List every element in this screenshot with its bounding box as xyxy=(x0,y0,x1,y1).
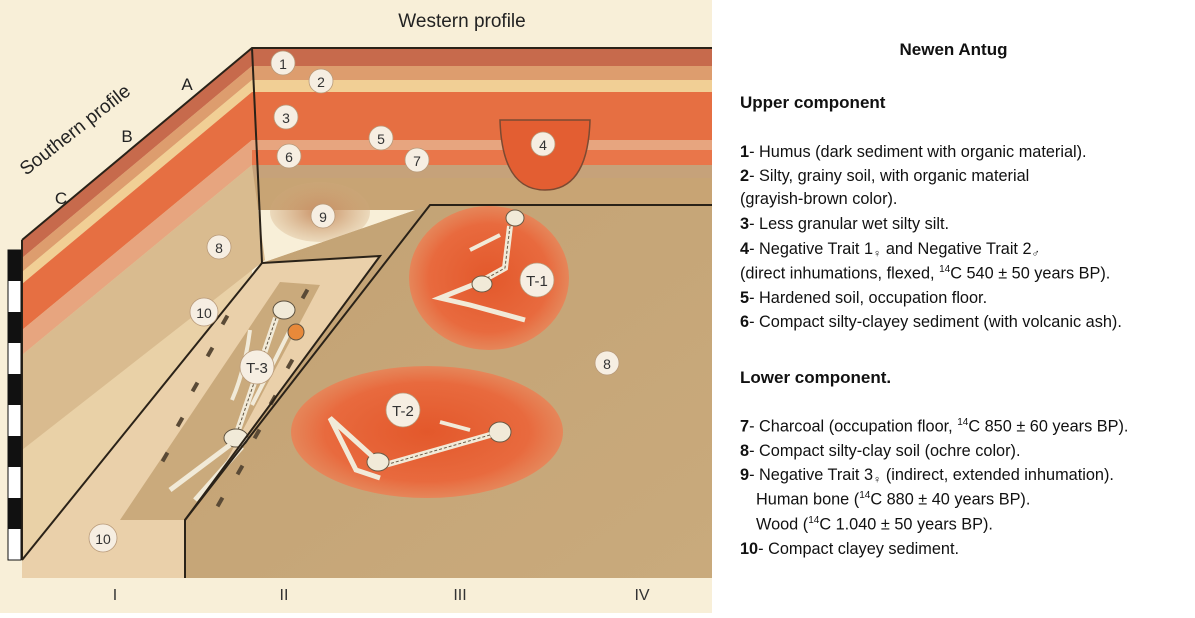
layer-badge-3: 3 xyxy=(273,104,299,130)
svg-text:8: 8 xyxy=(215,240,223,256)
svg-text:9: 9 xyxy=(319,209,327,225)
stratigraphy-diagram: Western profile Southern profile A B C I… xyxy=(0,0,712,613)
layer-5-floor-band xyxy=(252,140,712,150)
scale-bar xyxy=(7,249,22,561)
legend-item-9-wood: Wood (14C 1.040 ± 50 years BP). xyxy=(756,515,993,534)
column-label-iii: III xyxy=(453,587,466,604)
layer-2-band-b xyxy=(252,80,712,92)
layer-badge-4: 4 xyxy=(530,131,556,157)
svg-text:T-1: T-1 xyxy=(526,273,548,290)
grave-label-t2: T-2 xyxy=(385,392,421,428)
layer-6-band xyxy=(252,150,712,165)
legend-item-2-cont: (grayish-brown color). xyxy=(740,190,898,208)
svg-text:8: 8 xyxy=(603,356,611,372)
layer-badge-9: 9 xyxy=(310,203,336,229)
svg-text:6: 6 xyxy=(285,149,293,165)
legend-item-10: 10- Compact clayey sediment. xyxy=(740,540,960,558)
grave-label-t3: T-3 xyxy=(239,349,275,385)
layer-1-humus-band xyxy=(252,48,712,66)
legend-item-3: 3- Less granular wet silty silt. xyxy=(740,215,950,233)
svg-text:7: 7 xyxy=(413,153,421,169)
upper-component-heading: Upper component xyxy=(740,93,886,112)
row-label-a: A xyxy=(181,75,193,94)
layer-badge-10: 10 xyxy=(189,297,219,327)
layer-2-band-a xyxy=(252,66,712,80)
legend-item-9-bone: Human bone (14C 880 ± 40 years BP). xyxy=(756,490,1031,509)
legend-item-4: 4- Negative Trait 1♀ and Negative Trait … xyxy=(740,240,1040,260)
layer-badge-6: 6 xyxy=(276,143,302,169)
grave-labels: T-1 T-2 T-3 xyxy=(239,262,555,428)
grave-t2 xyxy=(291,366,563,498)
svg-text:10: 10 xyxy=(196,305,212,321)
layer-badges: 1 2 3 4 5 6 7 8 8 9 10 10 xyxy=(88,50,620,553)
grave-t1 xyxy=(409,206,569,350)
lower-component-heading: Lower component. xyxy=(740,368,892,387)
legend-item-2: 2- Silty, grainy soil, with organic mate… xyxy=(740,167,1030,185)
svg-text:10: 10 xyxy=(95,531,111,547)
svg-text:3: 3 xyxy=(282,110,290,126)
legend-panel: Newen Antug Upper component 1- Humus (da… xyxy=(712,0,1195,613)
diagram-svg: Western profile Southern profile A B C I… xyxy=(0,0,712,613)
column-label-i: I xyxy=(113,587,117,604)
layer-7-charcoal-band xyxy=(252,165,712,178)
svg-text:T-2: T-2 xyxy=(392,403,414,420)
layer-badge-5: 5 xyxy=(368,125,394,151)
row-label-b: B xyxy=(121,127,132,146)
svg-text:T-3: T-3 xyxy=(246,360,268,377)
layer-badge-7: 7 xyxy=(404,147,430,173)
grave-label-t1: T-1 xyxy=(519,262,555,298)
layer-badge-8b: 8 xyxy=(594,350,620,376)
legend-item-4-cont: (direct inhumations, flexed, 14C 540 ± 5… xyxy=(740,264,1111,283)
column-label-ii: II xyxy=(280,587,289,604)
layer-badge-1: 1 xyxy=(270,50,296,76)
layer-badge-10b: 10 xyxy=(88,523,118,553)
skeleton-t1 xyxy=(431,209,526,323)
svg-text:2: 2 xyxy=(317,74,325,90)
layer-badge-8: 8 xyxy=(206,234,232,260)
column-label-iv: IV xyxy=(634,587,649,604)
legend-item-7: 7- Charcoal (occupation floor, 14C 850 ±… xyxy=(740,417,1129,436)
legend-item-5: 5- Hardened soil, occupation floor. xyxy=(740,289,988,307)
layer-3-band xyxy=(252,92,712,140)
layer-badge-2: 2 xyxy=(308,68,334,94)
vessel-t3 xyxy=(287,323,305,341)
row-label-c: C xyxy=(55,189,67,208)
legend-item-6: 6- Compact silty-clayey sediment (with v… xyxy=(740,313,1122,331)
skeleton-t2 xyxy=(327,416,512,481)
legend-item-1: 1- Humus (dark sediment with organic mat… xyxy=(740,143,1087,161)
svg-text:5: 5 xyxy=(377,131,385,147)
western-profile-label: Western profile xyxy=(398,11,525,32)
legend-item-8: 8- Compact silty-clay soil (ochre color)… xyxy=(740,442,1021,460)
outlines xyxy=(21,47,712,578)
site-title: Newen Antug xyxy=(899,40,1008,59)
legend-item-9: 9- Negative Trait 3♀ (indirect, extended… xyxy=(740,466,1114,486)
svg-text:1: 1 xyxy=(279,56,287,72)
western-profile-wall xyxy=(252,48,712,242)
svg-text:4: 4 xyxy=(539,137,547,153)
